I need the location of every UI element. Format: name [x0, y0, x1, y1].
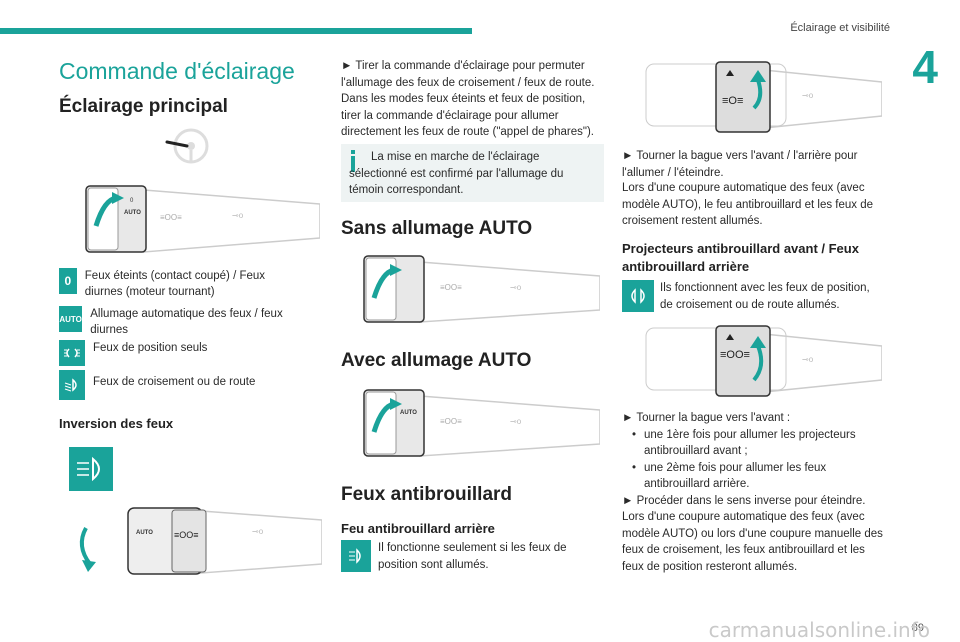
svg-text:AUTO: AUTO: [124, 210, 141, 216]
watermark: carmanualsonline.info: [708, 618, 930, 642]
legend-text: Feux de position seuls: [93, 342, 208, 354]
svg-text:≡OO≡: ≡OO≡: [174, 530, 199, 540]
legend-text: Allumage automatique des feux / feux diu…: [90, 308, 283, 336]
legend-text: Feux éteints (contact coupé) / Feux diur…: [84, 270, 266, 298]
lever-sans-auto-illustration: ≡OO≡ ⊸o: [360, 252, 600, 328]
legend-item-position: Feux de position seuls: [59, 340, 299, 370]
legend-item-dipped: Feux de croisement ou de route: [59, 370, 299, 402]
list-item: une 1ère fois pour allumer les projecteu…: [632, 427, 887, 460]
legend-item-auto: AUTO Allumage automatique des feux / feu…: [59, 306, 299, 340]
rear-fog-text: Il fonctionne seulement si les feux de p…: [378, 542, 567, 571]
legend-text: Feux de croisement ou de route: [93, 376, 256, 388]
svg-text:⊸o: ⊸o: [802, 355, 814, 364]
heading-projecteurs: Projecteurs antibrouillard avant / Feux …: [622, 241, 859, 274]
page-number: 89: [911, 622, 924, 634]
lighting-lever-pull-illustration: AUTO ≡OO≡ ⊸o: [62, 504, 322, 580]
list-item: une 2ème fois pour allumer les feux anti…: [632, 460, 887, 493]
svg-text:⊸o: ⊸o: [232, 211, 244, 220]
svg-text:⊸o: ⊸o: [252, 527, 264, 536]
svg-text:⊸o: ⊸o: [510, 417, 522, 426]
info-box: La mise en marche de l'éclairage sélecti…: [341, 144, 604, 202]
lever-avec-auto-illustration: AUTO ≡OO≡ ⊸o: [360, 386, 600, 462]
heading-avec-auto: Avec allumage AUTO: [341, 350, 532, 371]
lever-ring-illustration: ≡O≡ ⊸o: [642, 58, 882, 138]
chapter-number: 4: [912, 41, 938, 93]
paragraph-bague: ► Tourner la bague vers l'avant / l'arri…: [622, 150, 858, 179]
projecteurs-text: Ils fonctionnent avec les feux de positi…: [660, 282, 870, 311]
dipped-beam-icon: [59, 370, 85, 400]
info-icon: [347, 150, 359, 174]
svg-text:≡OO≡: ≡OO≡: [440, 283, 462, 292]
section-title: Éclairage et visibilité: [790, 22, 890, 34]
step-text: ► Procéder dans le sens inverse pour éte…: [622, 494, 866, 507]
lighting-lever-illustration: 0 AUTO ≡OO≡ ⊸o: [84, 180, 320, 260]
rear-fog-icon: [341, 540, 371, 572]
svg-text:≡OO≡: ≡OO≡: [440, 417, 462, 426]
fog-lights-icon: [622, 280, 654, 312]
position-lights-icon: [59, 340, 85, 366]
off-icon: 0: [59, 268, 77, 294]
svg-text:AUTO: AUTO: [136, 530, 153, 536]
steering-wheel-icon: [165, 126, 215, 171]
info-text: La mise en marche de l'éclairage sélecti…: [349, 151, 564, 196]
step-text: ► Tourner la bague vers l'avant :: [622, 412, 791, 424]
paragraph-coupure: Lors d'une coupure automatique des feux …: [622, 182, 874, 227]
svg-text:≡O≡: ≡O≡: [722, 95, 743, 107]
heading-feu-arriere: Feu antibrouillard arrière: [341, 521, 495, 536]
svg-text:≡OO≡: ≡OO≡: [160, 213, 182, 222]
paragraph-inversion: ► Tirer la commande d'éclairage pour per…: [341, 60, 595, 138]
svg-text:⊸o: ⊸o: [802, 91, 814, 100]
auto-icon: AUTO: [59, 306, 83, 332]
lever-fog-ring-illustration: ≡OO≡ ⊸o: [642, 322, 882, 402]
heading-antibrouillard: Feux antibrouillard: [341, 484, 513, 505]
header-accent-bar: [0, 28, 472, 34]
svg-text:AUTO: AUTO: [400, 410, 417, 416]
page-title: Commande d'éclairage: [59, 58, 295, 84]
svg-text:0: 0: [130, 198, 134, 204]
heading-sans-auto: Sans allumage AUTO: [341, 218, 533, 239]
heading-inversion: Inversion des feux: [59, 416, 174, 431]
legend-item-off: 0 Feux éteints (contact coupé) / Feux di…: [59, 268, 299, 300]
heading-eclairage-principal: Éclairage principal: [59, 96, 228, 117]
bullet-list: une 1ère fois pour allumer les projecteu…: [622, 427, 887, 493]
step-tourner: ► Tourner la bague vers l'avant : une 1è…: [622, 410, 887, 575]
svg-text:⊸o: ⊸o: [510, 283, 522, 292]
beam-switch-icon: [69, 447, 113, 491]
paragraph-coupure-manuelle: Lors d'une coupure automatique des feux …: [622, 511, 883, 573]
svg-text:≡OO≡: ≡OO≡: [720, 349, 750, 361]
